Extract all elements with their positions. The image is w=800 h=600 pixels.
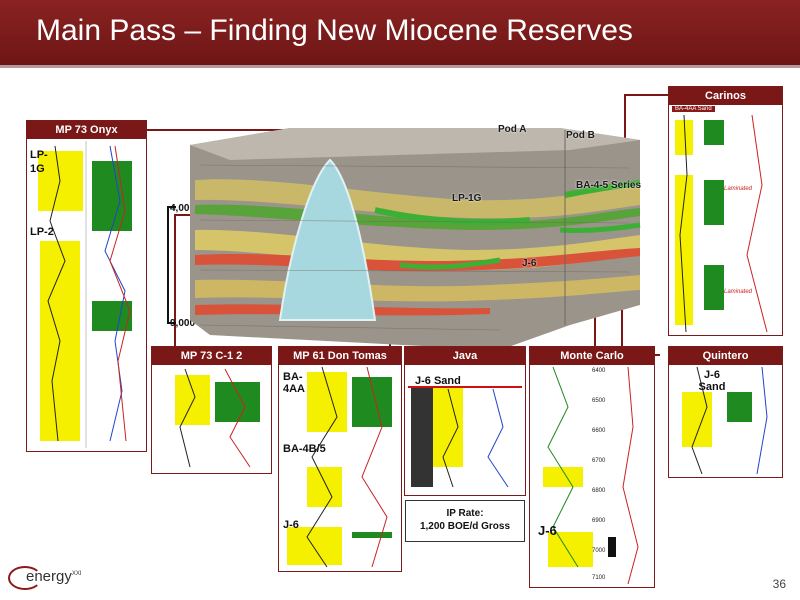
depth-tick: 6600 [592, 428, 606, 434]
lp-1g-label: LP-1G [452, 193, 482, 204]
java-ip-rate-callout: IP Rate: 1,200 BOE/d Gross [405, 500, 525, 542]
laminated-tag: Laminated [724, 289, 753, 295]
depth-top-label: 4,000 [170, 203, 196, 214]
page-number: 36 [772, 577, 786, 591]
panel-monte-carlo: Monte Carlo J-6 6400 6500 6600 6700 6800… [529, 346, 655, 588]
marker-lp: LP- [30, 149, 48, 161]
panel-mp73-onyx: MP 73 Onyx LP- 1G LP-2 [26, 120, 147, 452]
marker-1g: 1G [30, 163, 45, 175]
marker-lp-2: LP-2 [30, 226, 54, 238]
panel-label: Monte Carlo [530, 347, 654, 365]
depth-tick: 6900 [592, 518, 606, 524]
title-bar: Main Pass – Finding New Miocene Reserves [0, 0, 800, 68]
marker-j-6: J-6 [283, 519, 299, 531]
well-log [155, 367, 268, 470]
callout-line-2: 1,200 BOE/d Gross [419, 521, 511, 532]
sand-label: BA-4AA Sand [672, 106, 715, 112]
callout-line-1: IP Rate: [446, 508, 484, 519]
panel-mp73-c12: MP 73 C-1 2 [151, 346, 272, 474]
depth-tick: 6400 [592, 368, 606, 374]
logo-suffix: XXI [71, 571, 82, 577]
j-6-label: J-6 [522, 258, 537, 269]
well-log [282, 367, 398, 568]
well-log [30, 141, 143, 448]
panel-mp61-don-tomas: MP 61 Don Tomas BA-4AA BA-4B/5 J-6 [278, 346, 402, 572]
depth-scale [167, 206, 176, 324]
slide-title: Main Pass – Finding New Miocene Reserves [36, 14, 633, 47]
title-underline [0, 65, 800, 68]
depth-ticks: 6400 6500 6600 6700 6800 6900 7000 7100 [592, 367, 616, 582]
depth-bottom-label: 9,000 [170, 318, 196, 329]
marker-j-6: J-6 [538, 523, 557, 538]
well-log [672, 367, 779, 474]
laminated-tag: Laminated [724, 186, 753, 192]
depth-tick: 6800 [592, 488, 606, 494]
ba-series-label: BA-4-5 Series [576, 180, 642, 191]
logo-swoosh-icon [8, 566, 42, 590]
well-log [533, 367, 651, 584]
energy-xxi-logo: energyXXI [8, 566, 82, 590]
panel-label: Java [405, 347, 525, 365]
panel-java: Java J-6 Sand [404, 346, 526, 496]
panel-label: Carinos [669, 87, 782, 105]
panel-label: MP 73 Onyx [27, 121, 146, 139]
pod-b-label: Pod B [566, 130, 595, 141]
depth-tick: 6700 [592, 458, 606, 464]
panel-label: MP 61 Don Tomas [279, 347, 401, 365]
marker-ba-4aa: BA-4AA [283, 371, 306, 395]
depth-tick: 6500 [592, 398, 606, 404]
panel-label: Quintero [669, 347, 782, 365]
panel-quintero: Quintero J-6 Sand [668, 346, 783, 478]
marker-ba-4b5: BA-4B/5 [283, 443, 326, 455]
depth-tick: 7000 [592, 548, 606, 554]
depth-tick: 7100 [592, 575, 606, 581]
panel-carinos: Carinos BA-4AA Sand Laminated Laminated [668, 86, 783, 336]
geologic-block-diagram [170, 120, 660, 350]
well-log [408, 367, 522, 492]
marker-j-6-sand: J-6 Sand [698, 369, 726, 393]
well-log [672, 115, 779, 332]
panel-label: MP 73 C-1 2 [152, 347, 271, 365]
marker-j-6-sand: J-6 Sand [415, 375, 461, 387]
pod-a-label: Pod A [498, 124, 527, 135]
